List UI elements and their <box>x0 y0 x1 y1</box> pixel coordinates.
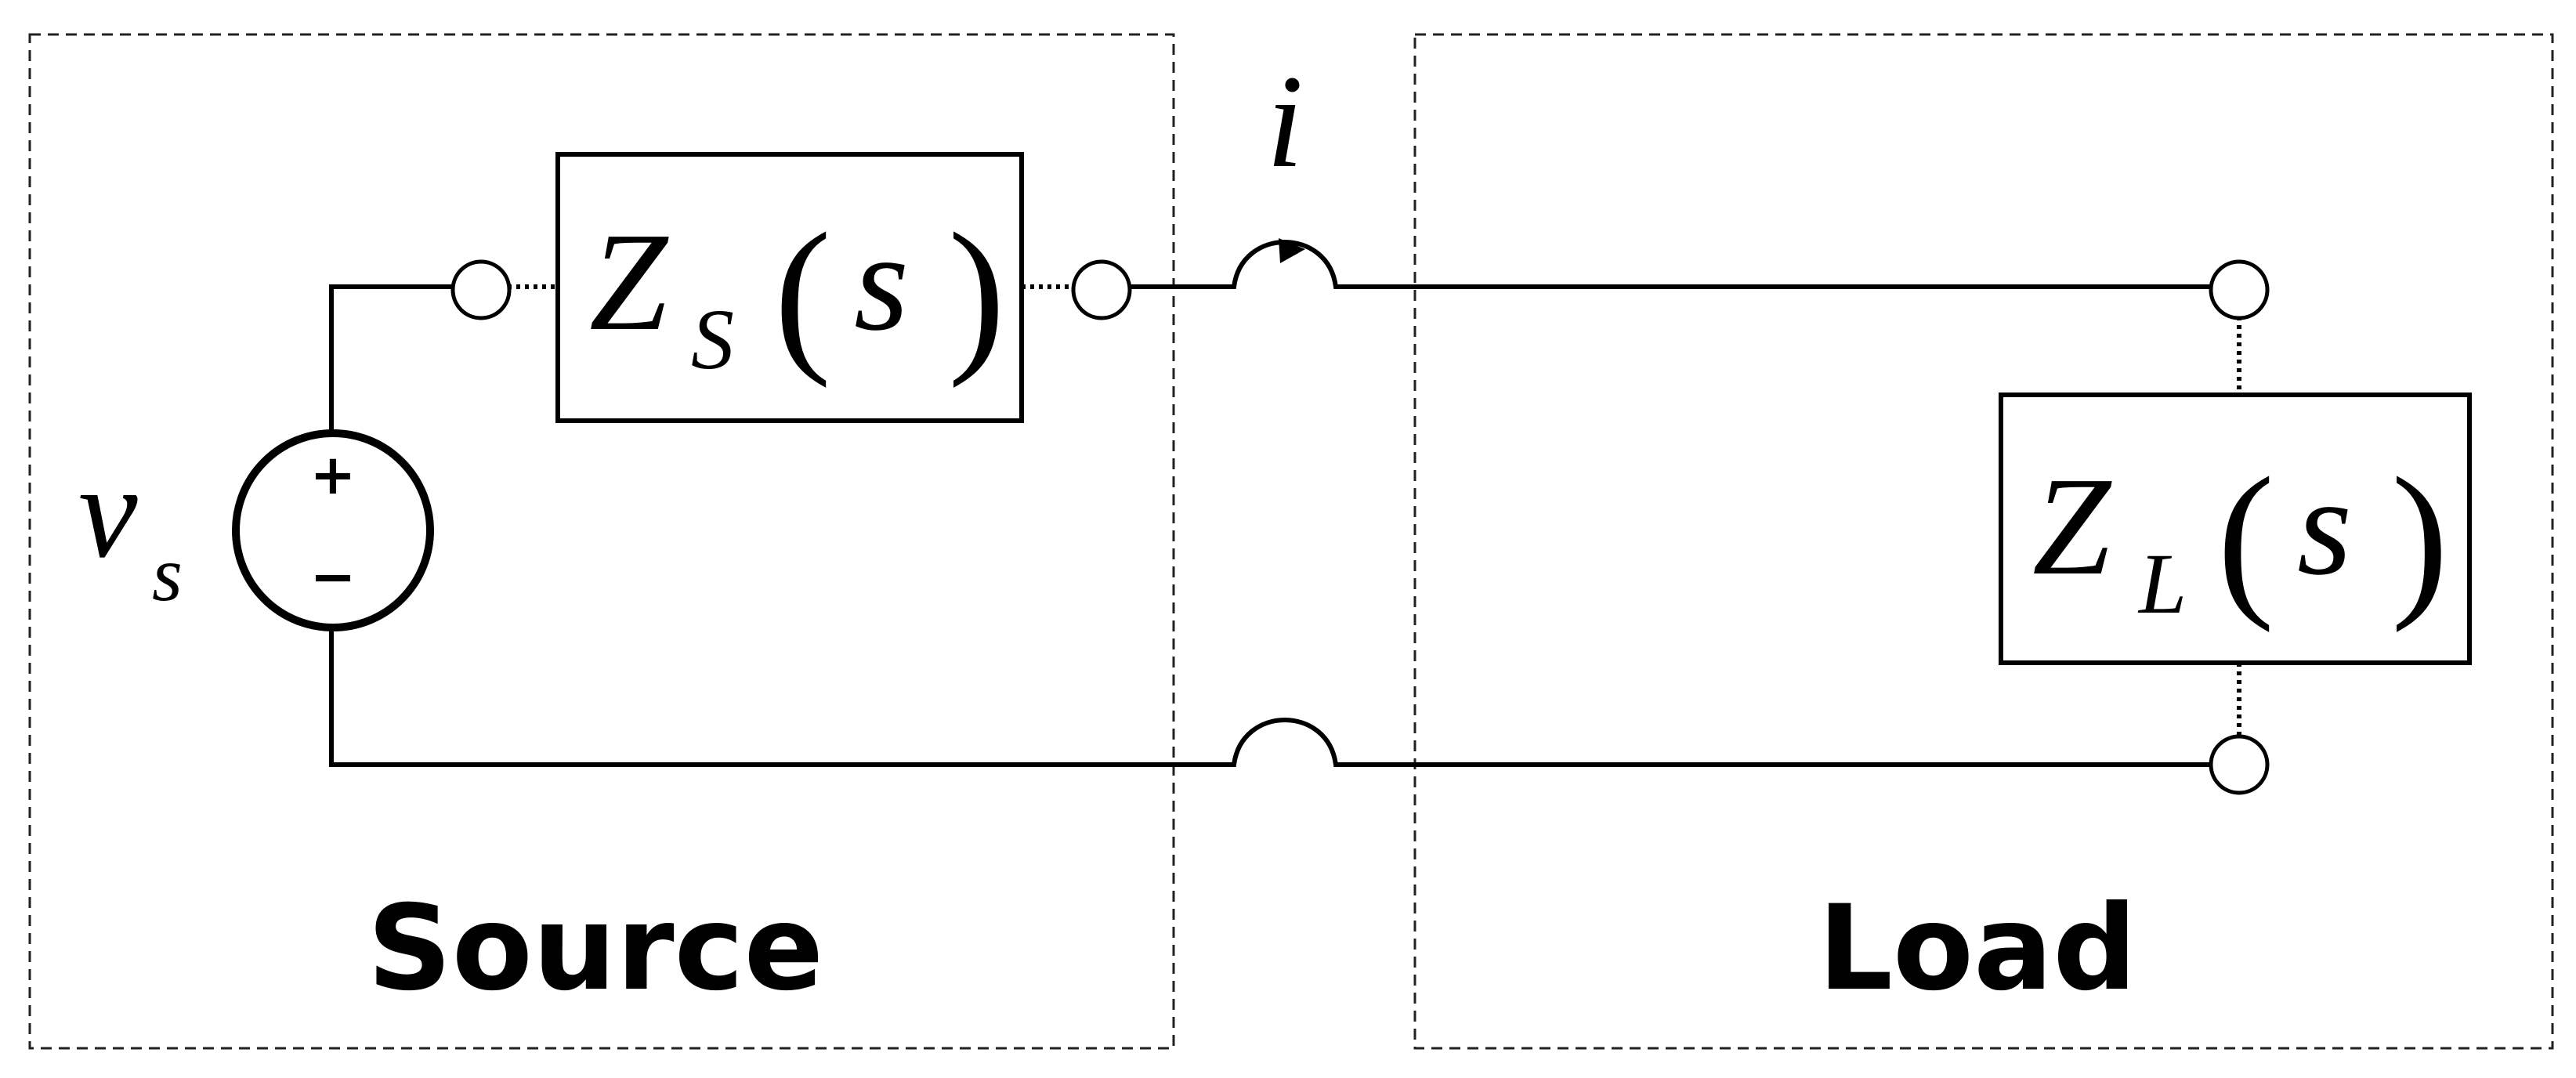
voltage-source-plus: + <box>310 443 356 507</box>
source-impedance-close-paren: ) <box>948 197 1005 389</box>
load-impedance-box <box>1999 392 2472 665</box>
source-impedance-symbol: Z <box>589 204 669 360</box>
current-arrow-head <box>1279 238 1305 263</box>
source-impedance-open-paren: ( <box>774 197 831 389</box>
terminal-zl-bottom <box>2209 734 2270 795</box>
wire-source-bottom <box>329 620 2215 767</box>
voltage-source-symbol: v <box>78 438 138 585</box>
load-impedance-close-paren: ) <box>2391 442 2448 633</box>
load-impedance-open-paren: ( <box>2217 442 2274 633</box>
current-label: i <box>1266 48 1303 195</box>
source-label: Source <box>367 881 824 1017</box>
source-impedance-box <box>555 152 1024 423</box>
terminal-zl-top <box>2209 259 2270 320</box>
load-impedance-subscript: L <box>2137 536 2187 631</box>
voltage-source-subscript: s <box>152 530 183 617</box>
source-impedance-variable: s <box>854 204 909 360</box>
load-impedance-symbol: Z <box>2032 448 2112 604</box>
source-region-box <box>28 33 1175 1050</box>
voltage-source-minus: − <box>310 544 356 609</box>
load-label: Load <box>1818 881 2136 1017</box>
voltage-source-circle <box>232 429 434 631</box>
terminal-zs-right <box>1071 259 1132 320</box>
terminal-zs-left <box>450 259 512 320</box>
load-region-box <box>1413 33 2554 1050</box>
load-impedance-variable: s <box>2297 448 2352 604</box>
wire-source-top <box>329 284 457 441</box>
source-impedance-subscript: S <box>691 291 734 387</box>
